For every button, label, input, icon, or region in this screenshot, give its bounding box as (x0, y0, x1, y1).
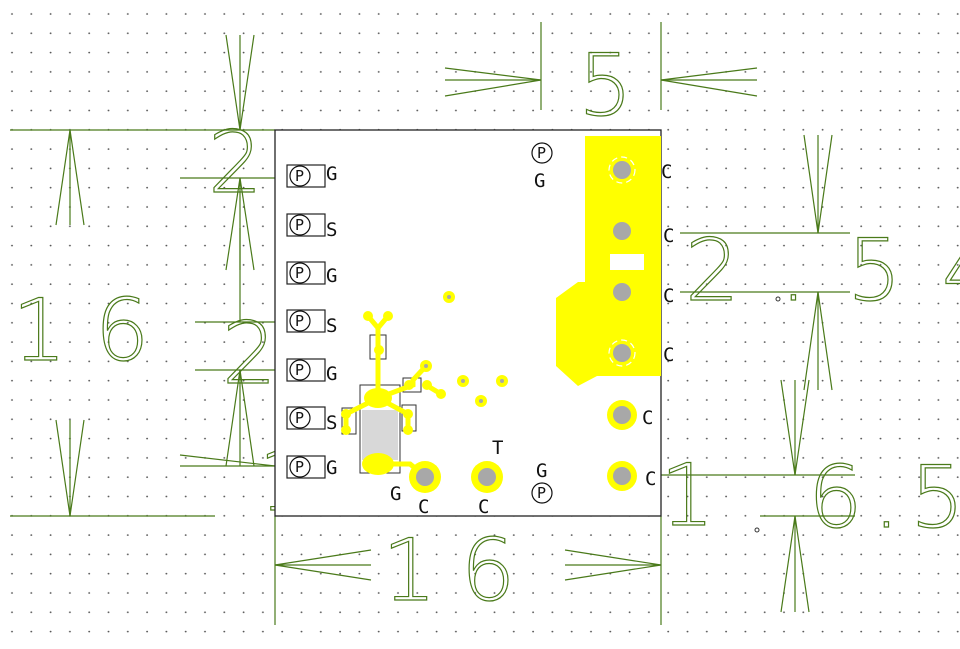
dimension-lines (10, 22, 855, 625)
probe-symbol: P (295, 361, 304, 379)
left-pad-label: G (326, 363, 337, 385)
left-probe-circles (289, 165, 311, 478)
left-pad-label: S (326, 315, 337, 337)
dim-top-width: 5 (578, 36, 633, 136)
dim-bottom-width: 16 (382, 521, 539, 621)
dim-right-upper: 2.54 (685, 221, 960, 321)
left-pad-label: S (326, 412, 337, 434)
dim-left-height: 16 (12, 281, 177, 381)
dim-right-lower: 6.5 (808, 448, 960, 548)
right-pad-label: C (663, 225, 674, 247)
test-point-label: T (492, 437, 503, 459)
collector-copper-pour (556, 136, 661, 386)
probe-symbol: P (295, 409, 304, 427)
probe-symbol: P (295, 216, 304, 234)
right-pad-label: C (645, 468, 656, 490)
bottom-pad-label: G (390, 483, 401, 505)
right-pad-label: C (661, 161, 672, 183)
small-vias (420, 291, 508, 407)
probe-bottom-label: G (536, 460, 547, 482)
probe-symbol: P (295, 458, 304, 476)
dim-left-pitch-lower: 2 (222, 304, 277, 404)
left-pad-label: G (326, 163, 337, 185)
left-pads (286, 164, 326, 479)
marker-dot (754, 527, 760, 533)
bottom-pad-label: C (418, 496, 429, 518)
dim-left-pitch-upper: 2 (208, 113, 263, 213)
probe-symbol: P (295, 312, 304, 330)
probe-top-circle (531, 142, 553, 164)
probe-symbol: P (295, 167, 304, 185)
bottom-pads (409, 461, 503, 493)
left-pad-label: G (326, 265, 337, 287)
left-pad-label: S (326, 219, 337, 241)
probe-top-label: G (534, 170, 545, 192)
right-pad-label: C (663, 344, 674, 366)
dim-right-small: 1 (660, 446, 715, 546)
probe-bottom-symbol: P (537, 484, 546, 502)
right-pad-label: C (663, 285, 674, 307)
probe-bottom-circle (531, 482, 553, 504)
bottom-pad-label: C (478, 496, 489, 518)
probe-top-symbol: P (537, 144, 546, 162)
probe-symbol: P (295, 264, 304, 282)
left-pad-label: G (326, 457, 337, 479)
right-pad-label: C (642, 407, 653, 429)
marker-dot (775, 296, 781, 302)
right-pads (605, 153, 639, 491)
